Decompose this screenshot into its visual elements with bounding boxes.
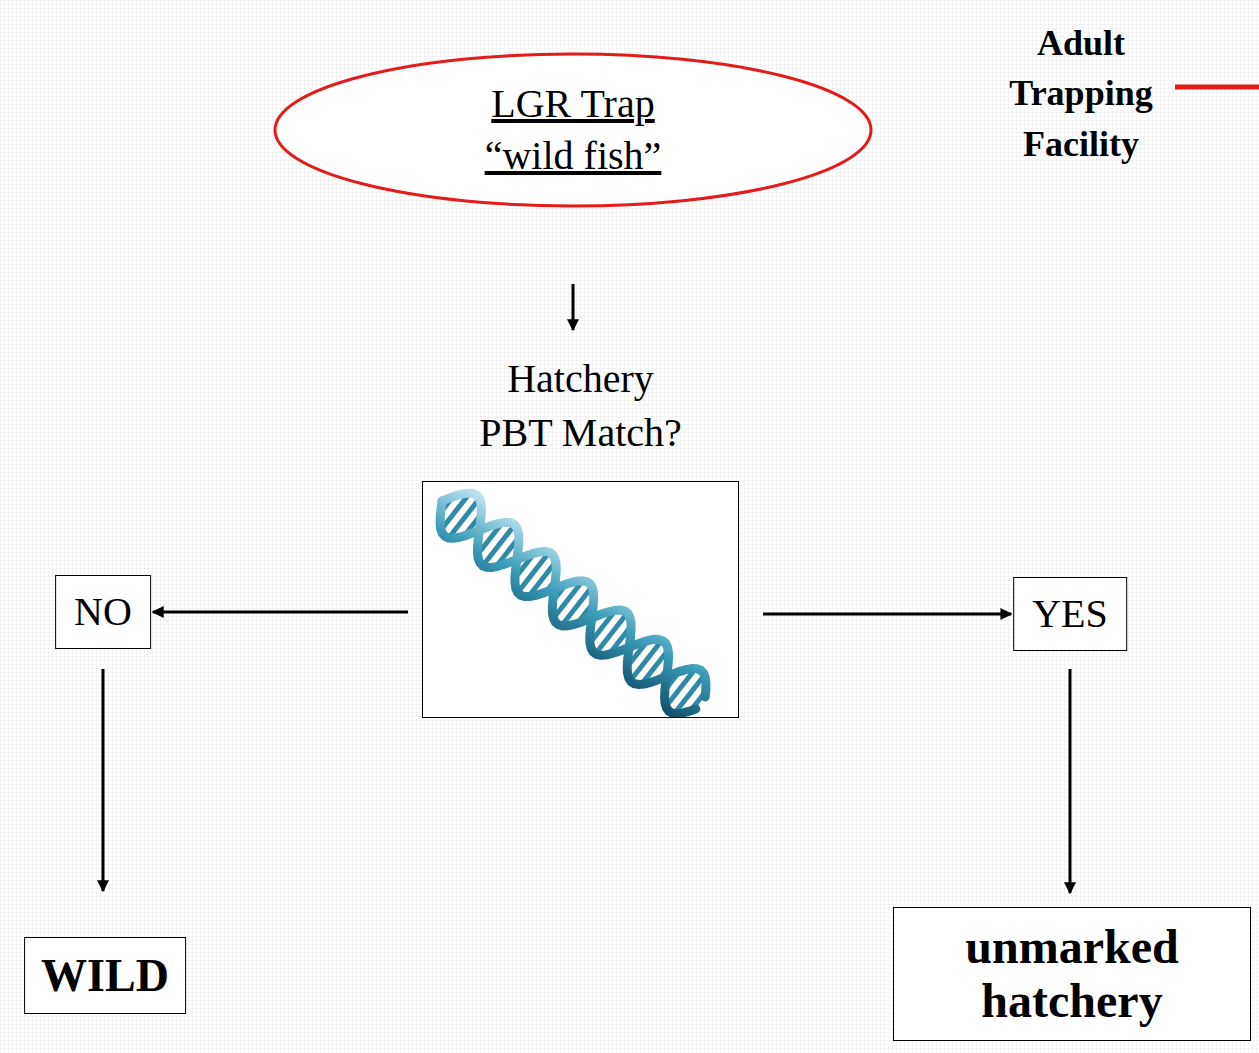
flow-arrow (153, 611, 408, 614)
node-text: YES (1032, 590, 1108, 638)
ellipse-outline (273, 52, 873, 208)
image-frame (422, 481, 739, 718)
node-text: NO (74, 588, 132, 636)
node-text: unmarked hatchery (914, 920, 1230, 1028)
node-text: WILD (41, 948, 169, 1003)
facility-label: Adult Trapping Facility (966, 18, 1196, 169)
node-text: “wild fish” (485, 130, 662, 182)
pbt-match-box: HatcheryPBT Match? (422, 352, 739, 718)
flow-arrow (572, 284, 575, 330)
node-text: PBT Match? (422, 406, 739, 460)
flow-arrow (102, 669, 105, 891)
red-pointer-line (1175, 85, 1259, 90)
flow-arrow (1069, 669, 1072, 893)
yes-box: YES (1013, 577, 1127, 651)
helix-strand (426, 481, 716, 718)
no-box: NO (55, 575, 151, 649)
unmarked-hatchery-box: unmarked hatchery (893, 907, 1251, 1041)
wild-box: WILD (24, 937, 186, 1014)
flow-arrow (763, 613, 1011, 616)
node-text: Hatchery (422, 352, 739, 406)
trap-ellipse: LGR Trap“wild fish” (273, 52, 873, 208)
helix-strand (426, 481, 716, 718)
node-text: LGR Trap (491, 78, 654, 130)
dna-helix-image (422, 481, 739, 718)
